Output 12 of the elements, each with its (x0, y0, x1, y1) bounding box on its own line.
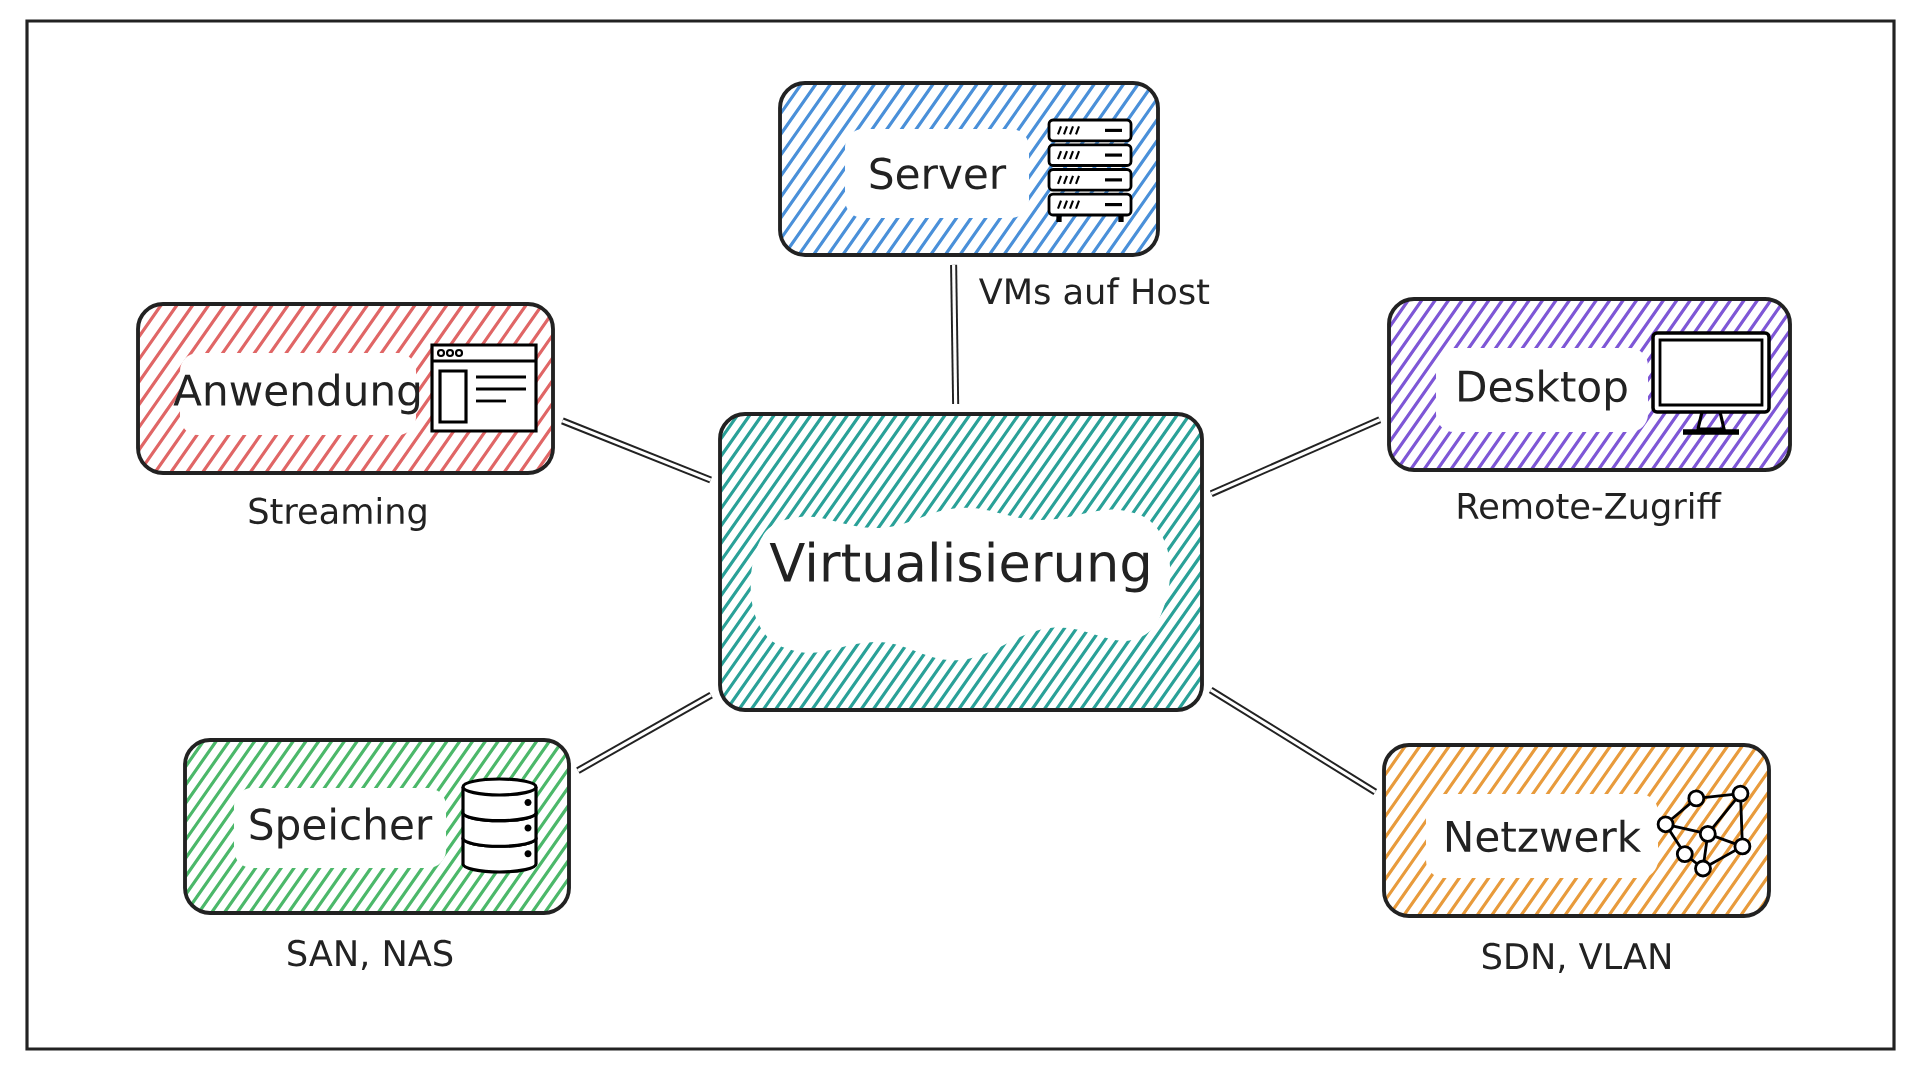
node-caption: SDN, VLAN (1482, 942, 1670, 974)
process-box: Virtualisierung (718, 412, 1204, 712)
connector (950, 264, 960, 405)
connector (1208, 687, 1378, 795)
connector (1209, 416, 1382, 497)
node-caption: VMs auf Host (979, 277, 1210, 305)
node-caption: SAN, NAS (288, 939, 453, 971)
node-caption: Remote-Zugriff (1458, 491, 1722, 527)
connector (576, 692, 713, 774)
node-caption: Streaming (249, 496, 426, 532)
connector (561, 417, 712, 484)
process-box: Netzwerk (1382, 743, 1771, 918)
